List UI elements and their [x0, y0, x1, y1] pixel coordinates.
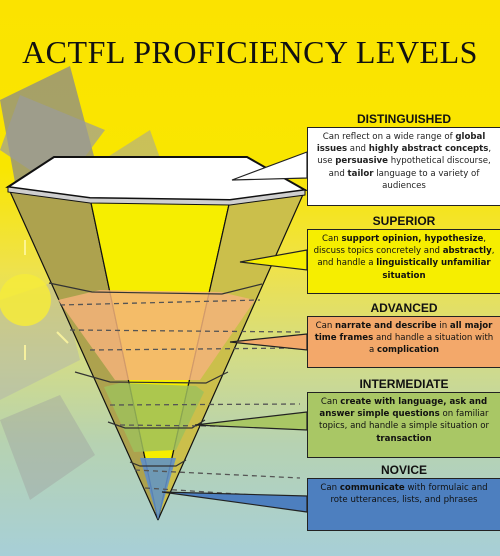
callout-text: with formulaic and rote utterances, list…: [330, 483, 488, 506]
callout-text: Can: [320, 483, 340, 493]
callout-emphasis-text: support opinion, hypothesize: [341, 234, 484, 244]
callout-novice: Can communicate with formulaic and rote …: [307, 478, 500, 531]
callout-emphasis-text: transaction: [376, 433, 432, 444]
callout-emphasis-text: highly abstract concepts: [368, 144, 489, 155]
callout-text: in: [436, 321, 450, 331]
callout-emphasis-text: narrate and describe: [335, 321, 437, 331]
level-label-advanced: ADVANCED: [370, 301, 438, 315]
callout-text: , discuss topics concretely and: [313, 234, 487, 257]
callout-intermediate: Can create with language, ask and answer…: [307, 392, 500, 458]
callout-text: and: [347, 144, 369, 155]
callout-advanced: Can narrate and describe in all major ti…: [307, 316, 500, 368]
level-label-distinguished: DISTINGUISHED: [356, 112, 451, 126]
level-label-novice: NOVICE: [380, 463, 427, 477]
callout-emphasis-text: tailor: [347, 168, 374, 179]
callout-text: language to a variety of audiences: [373, 168, 480, 191]
callout-emphasis-text: linguistically unfamiliar situation: [376, 258, 491, 281]
callout-emphasis-text: complication: [377, 345, 439, 356]
callout-distinguished: Can reflect on a wide range of global is…: [307, 127, 500, 206]
callout-emphasis-text: all major time frames: [314, 321, 493, 344]
callout-superior: Can support opinion, hypothesize, discus…: [307, 229, 500, 294]
callout-emphasis-text: communicate: [339, 483, 405, 493]
callout-emphasis-text: abstractly: [442, 246, 492, 257]
callout-emphasis-text: global issues: [316, 132, 486, 155]
page-title: ACTFL PROFICIENCY LEVELS: [22, 34, 478, 70]
callout-text: Can: [315, 321, 336, 331]
callout-text: hypothetical discourse, and: [328, 156, 491, 179]
callout-text: Can: [321, 234, 342, 244]
proficiency-cone: [5, 156, 309, 521]
callout-emphasis-text: create with language, ask and answer sim…: [319, 397, 488, 420]
callout-text: and handle a situation with a: [369, 333, 494, 356]
callout-text: on familiar topics, and handle a simple …: [318, 409, 490, 432]
level-label-intermediate: INTERMEDIATE: [359, 377, 449, 391]
callout-text: Can reflect on a wide range of: [322, 132, 456, 142]
level-label-superior: SUPERIOR: [372, 214, 436, 228]
callout-text: , use: [317, 144, 492, 167]
callout-emphasis-text: persuasive: [335, 156, 388, 167]
callout-text: , and handle a: [317, 246, 495, 269]
callout-text: Can: [320, 397, 341, 407]
